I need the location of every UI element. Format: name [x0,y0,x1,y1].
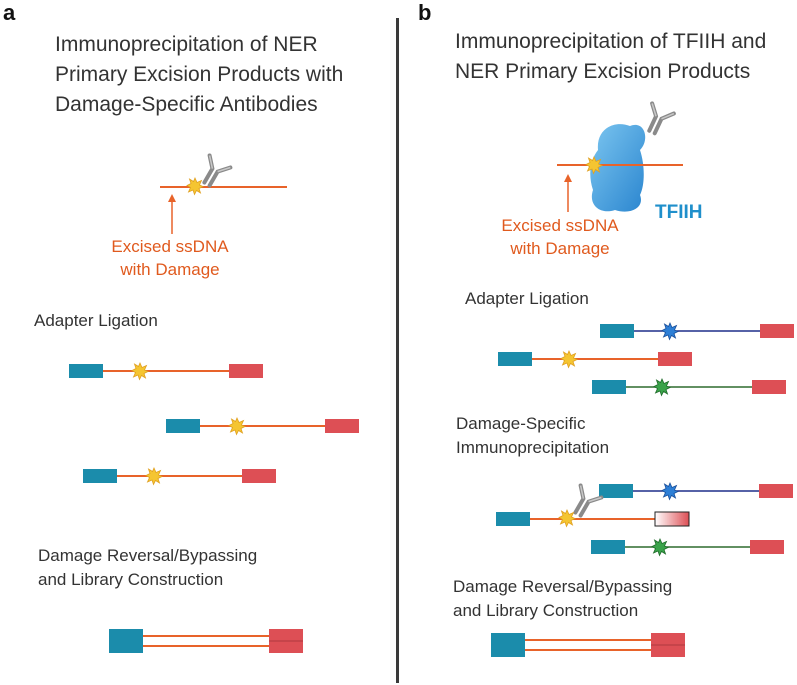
antibody-icon [639,101,676,140]
panel-a-title-line-3: Damage-Specific Antibodies [55,93,318,116]
panel-a-title: Immunoprecipitation of NER Primary Excis… [55,30,343,120]
panel-a-excised-line-1: Excised ssDNA [111,237,229,256]
tfiih-label: TFIIH [655,202,703,223]
panel-b-tfiih-complex [557,101,683,212]
panel-b-step2-line-1: Damage-Specific [456,414,586,433]
panel-b-step1-text: Adapter Ligation [465,289,589,308]
panel-b-fragment-green [592,378,786,396]
panel-a-strand-with-antibody [160,153,287,234]
damage-icon [661,322,679,340]
damage-icon [653,378,671,396]
panel-a-excised-line-2: with Damage [120,260,220,279]
panel-b-step2-line-2: Immunoprecipitation [456,438,610,457]
panel-b-excised-line-2: with Damage [510,239,610,258]
panel-a-letter: a [3,0,16,25]
panel-b-step-library: Damage Reversal/Bypassing and Library Co… [453,575,672,623]
panel-a-step2-line-1: Damage Reversal/Bypassing [38,546,258,565]
damage-icon [558,509,576,527]
panel-a-step1-text: Adapter Ligation [34,311,158,330]
tfiih-blob [590,124,646,212]
damage-icon [186,177,204,195]
panel-b-step3-line-2: and Library Construction [453,601,639,620]
panel-b-letter: b [418,0,432,25]
panel-a-step-library: Damage Reversal/Bypassing and Library Co… [38,544,257,592]
panel-b-title-line-1: Immunoprecipitation of TFIIH and [455,30,767,53]
damage-icon [651,538,669,556]
damage-icon [131,362,149,380]
panel-b-ip-fragment-blue [599,482,793,500]
panel-b-library-duplex [491,633,685,657]
panel-a-title-line-2: Primary Excision Products with [55,63,344,86]
panel-a-step2-line-2: and Library Construction [38,570,224,589]
panel-b-title: Immunoprecipitation of TFIIH and NER Pri… [455,27,766,87]
antibody-icon [194,153,233,192]
panel-a-step-adapter-ligation: Adapter Ligation [34,309,158,333]
damage-icon [661,482,679,500]
panel-a-fragment-1 [69,362,263,380]
damage-icon [228,417,246,435]
panel-a-library-duplex [109,629,303,653]
panel-b-excised-line-1: Excised ssDNA [501,216,619,235]
panel-b-ip-fragment-green [591,538,784,556]
panel-b-excised-label: Excised ssDNA with Damage [480,214,640,260]
panel-a-fragment-3 [83,467,276,485]
panel-a-excised-label: Excised ssDNA with Damage [70,235,270,281]
panel-b-title-line-2: NER Primary Excision Products [455,60,751,83]
panel-b-fragment-orange [498,350,692,368]
panel-b-ip-fragment-orange [496,483,690,527]
damage-icon [145,467,163,485]
panel-b-step-adapter-ligation: Adapter Ligation [465,287,589,311]
panel-b-step3-line-1: Damage Reversal/Bypassing [453,577,673,596]
damage-icon [560,350,578,368]
panel-b-step-immunoprecipitation: Damage-Specific Immunoprecipitation [456,412,609,460]
panel-a-title-line-1: Immunoprecipitation of NER [55,33,318,56]
panel-a-fragment-2 [166,417,359,435]
panel-divider [396,18,399,683]
panel-b-fragment-blue [600,322,794,340]
